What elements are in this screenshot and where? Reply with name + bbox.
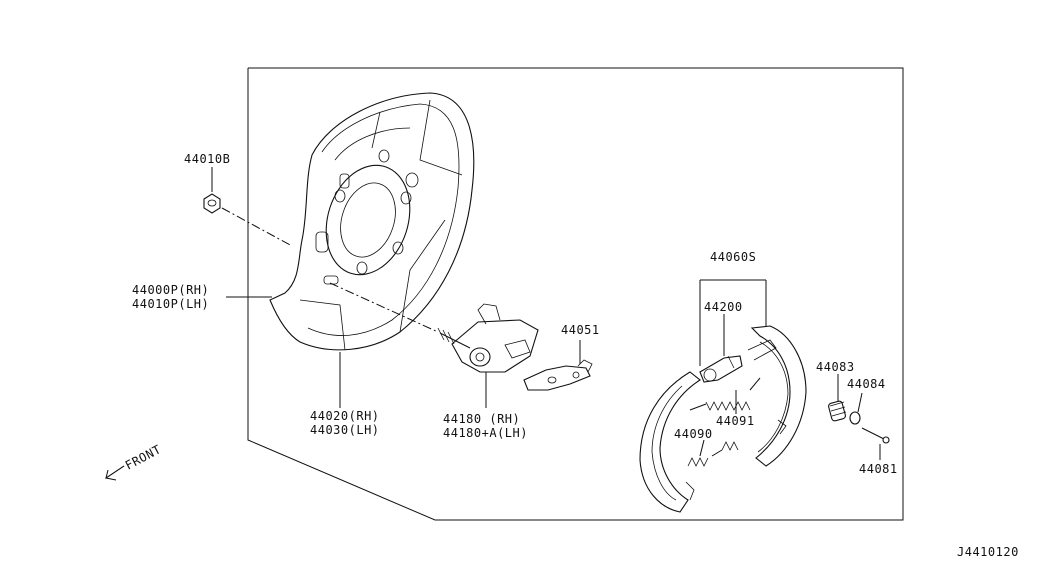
label-44051: 44051: [561, 323, 600, 337]
label-44020: 44020(RH): [310, 409, 380, 423]
nut-44010b: [203, 193, 221, 214]
label-44000p: 44000P(RH): [132, 283, 209, 297]
adjuster-44200: [699, 355, 743, 383]
label-44084: 44084: [847, 377, 886, 391]
spring-44090: [687, 441, 739, 467]
retainer-44084: [849, 411, 861, 425]
adjuster-44180: [437, 303, 539, 373]
brake-shoe-left: [639, 371, 701, 513]
label-44083: 44083: [816, 360, 855, 374]
label-44030: 44030(LH): [310, 423, 380, 437]
label-44010p: 44010P(LH): [132, 297, 209, 311]
front-label: FRONT: [123, 442, 164, 472]
brake-shoe-right: [747, 325, 807, 467]
label-44060s: 44060S: [710, 250, 756, 264]
diagram-id: J4410120: [957, 545, 1019, 559]
label-44081: 44081: [859, 462, 898, 476]
diagram-frame: [247, 67, 904, 521]
label-44091: 44091: [716, 414, 755, 428]
backing-plate: [269, 92, 475, 351]
label-44010b: 44010B: [184, 152, 230, 166]
front-arrow: FRONT: [105, 442, 164, 481]
label-44090: 44090: [674, 427, 713, 441]
spring-44091: [689, 377, 761, 411]
spring-44083: [828, 400, 847, 422]
leader-lines: [211, 167, 881, 460]
lever-44051: [523, 359, 593, 391]
label-44200: 44200: [704, 300, 743, 314]
pin-44081: [861, 427, 890, 444]
label-44180: 44180 (RH): [443, 412, 520, 426]
label-44180a: 44180+A(LH): [443, 426, 528, 440]
